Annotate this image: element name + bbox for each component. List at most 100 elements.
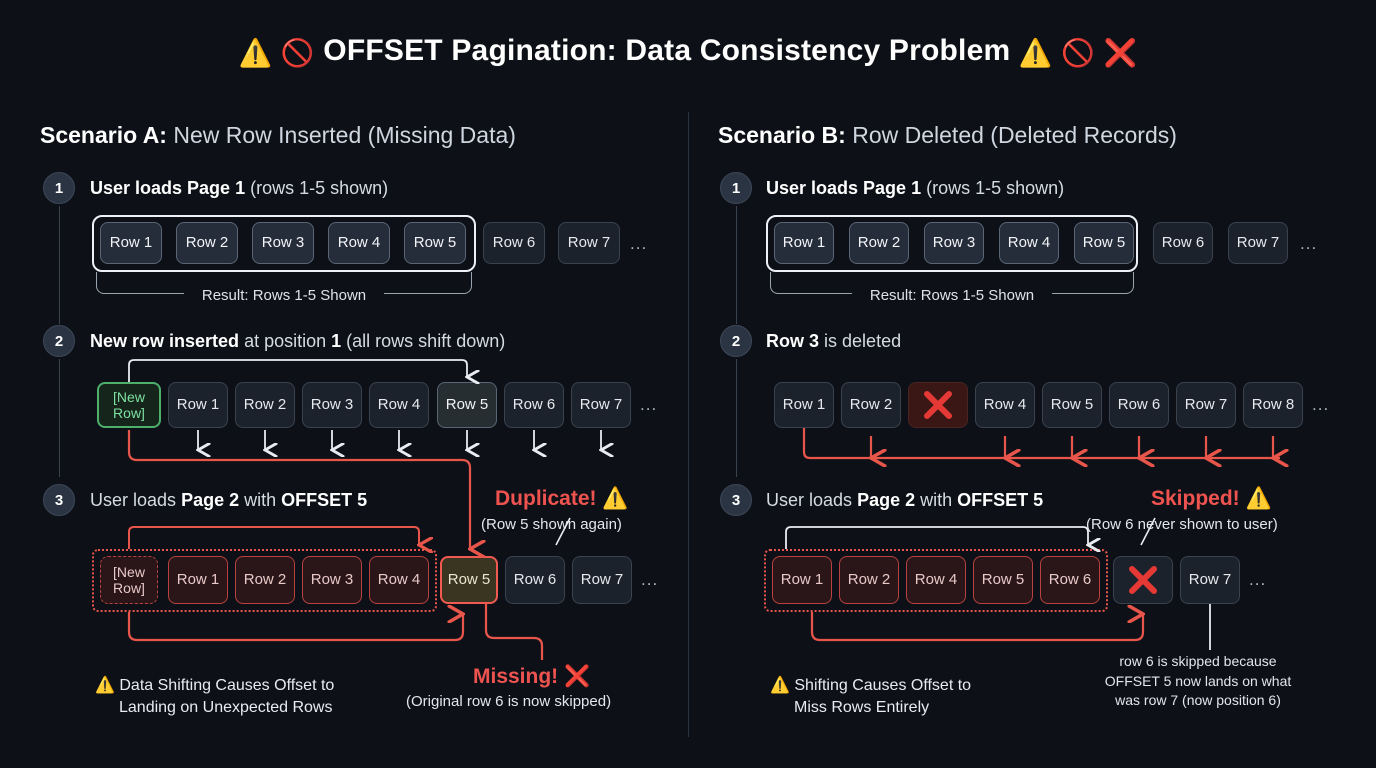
warning-icon: ⚠️ (1245, 487, 1272, 510)
step-label-b3: User loads Page 2 with OFFSET 5 (766, 490, 1043, 511)
page1-selection-frame-a (92, 215, 476, 272)
scenario-a-title: Scenario A: New Row Inserted (Missing Da… (40, 122, 516, 149)
row-box: Row 7 (1176, 382, 1236, 428)
ellipsis: ... (630, 234, 648, 253)
result-bracket-label-b: Result: Rows 1-5 Shown (861, 287, 1043, 304)
explain-note-b-line2: OFFSET 5 now lands on what (1104, 672, 1292, 689)
row-box: Row 4 (975, 382, 1035, 428)
step-label-b2: Row 3 is deleted (766, 331, 901, 352)
row-box: Row 2 (176, 222, 238, 264)
row-box: Row 4 (328, 222, 390, 264)
step-label-b1-bold: User loads Page 1 (766, 178, 922, 198)
row-box: Row 1 (774, 382, 834, 428)
row-box: Row 6 (1153, 222, 1213, 264)
skipped-callout-title: Skipped! ⚠️ (1151, 487, 1272, 510)
step-label-a1-bold: User loads Page 1 (90, 178, 246, 198)
step-label-b1-rest: (rows 1-5 shown) (926, 178, 1065, 198)
prohibited-icon-right: 🚫 (1061, 38, 1096, 68)
missing-callout-sub: (Original row 6 is now skipped) (406, 693, 612, 710)
row-box: Row 2 (235, 556, 295, 604)
footer-note-b-line1: Shifting Causes Offset to (794, 677, 972, 694)
row-box-duplicate: Row 5 (440, 556, 498, 604)
result-bracket-a: Result: Rows 1-5 Shown (96, 272, 472, 304)
step-number-b2: 2 (720, 325, 752, 357)
row-box: Row 4 (999, 222, 1059, 264)
row-box: Row 5 (404, 222, 466, 264)
step-label-b2-rest: is deleted (824, 331, 902, 351)
page-title-text: OFFSET Pagination: Data Consistency Prob… (323, 34, 1011, 67)
explain-note-b-line3: was row 7 (now position 6) (1115, 692, 1281, 709)
footer-note-b-line2: Miss Rows Entirely (794, 698, 930, 716)
row-box: Row 1 (168, 556, 228, 604)
explain-note-b: row 6 is skipped because OFFSET 5 now la… (1058, 652, 1338, 711)
warning-icon: ⚠️ (770, 677, 790, 694)
row-box: Row 1 (168, 382, 228, 428)
step-label-a3-mid: with (244, 490, 277, 510)
step-label-b1: User loads Page 1 (rows 1-5 shown) (766, 178, 1064, 199)
step-label-b3-b2: OFFSET 5 (957, 490, 1044, 510)
step-number-a2: 2 (43, 325, 75, 357)
step-number-a3: 3 (43, 484, 75, 516)
warning-icon-right: ⚠️ (1018, 38, 1053, 68)
step-label-a2-num: 1 (331, 331, 342, 351)
row-box: Row 6 (505, 556, 565, 604)
new-row-box-a: [New Row] (97, 382, 161, 428)
row-box: Row 7 (1228, 222, 1288, 264)
step-label-a1-rest: (rows 1-5 shown) (250, 178, 389, 198)
prohibited-icon: 🚫 (280, 38, 315, 68)
step-label-b3-pre: User loads (766, 490, 853, 510)
step-connector-b1 (736, 206, 737, 324)
row-box: Row 7 (571, 382, 631, 428)
missing-callout-title: Missing! ❌ (473, 665, 591, 688)
cross-mark-icon: ❌ (1103, 38, 1138, 68)
duplicate-callout-title: Duplicate! ⚠️ (495, 487, 629, 510)
skipped-callout-sub: (Row 6 never shown to user) (1086, 516, 1278, 533)
step-label-a2-mid: at position (244, 331, 327, 351)
row-box: Row 6 (504, 382, 564, 428)
step-number-b1: 1 (720, 172, 752, 204)
row-box: Row 2 (841, 382, 901, 428)
row-box: Row 5 (973, 556, 1033, 604)
result-bracket-b: Result: Rows 1-5 Shown (770, 272, 1134, 304)
row-box: Row 7 (572, 556, 632, 604)
cross-mark-icon: ❌ (564, 665, 591, 688)
step-label-b3-mid: with (920, 490, 953, 510)
step-connector-a2 (59, 359, 60, 477)
step-label-a2-rest: (all rows shift down) (346, 331, 506, 351)
row-box: Row 3 (302, 556, 362, 604)
step-number-b3: 3 (720, 484, 752, 516)
ellipsis: ... (640, 395, 658, 414)
page1-selection-frame-b (766, 215, 1138, 272)
step-label-a3: User loads Page 2 with OFFSET 5 (90, 490, 367, 511)
step-label-a3-b2: OFFSET 5 (281, 490, 368, 510)
row-box: Row 2 (235, 382, 295, 428)
step-label-a2-bold: New row inserted (90, 331, 240, 351)
warning-icon: ⚠️ (95, 677, 115, 694)
row-box: Row 1 (100, 222, 162, 264)
row-box: Row 7 (1180, 556, 1240, 604)
step-label-a1: User loads Page 1 (rows 1-5 shown) (90, 178, 388, 199)
step-connector-b2 (736, 359, 737, 477)
footer-note-a-line1: Data Shifting Causes Offset to (119, 677, 335, 694)
scenario-b-panel: Scenario B: Row Deleted (Deleted Records… (688, 0, 1376, 768)
row-box: Row 4 (369, 556, 429, 604)
row-box: Row 6 (1040, 556, 1100, 604)
step-label-a3-pre: User loads (90, 490, 177, 510)
step-label-b2-bold: Row 3 (766, 331, 820, 351)
scenario-a-panel: Scenario A: New Row Inserted (Missing Da… (40, 122, 658, 716)
result-bracket-label-a: Result: Rows 1-5 Shown (193, 287, 375, 304)
row-box: Row 3 (302, 382, 362, 428)
scenario-a-label: Scenario A: (40, 122, 167, 148)
scenario-b-label: Scenario B: (718, 122, 846, 148)
panel-divider (688, 112, 689, 737)
row-box: Row 8 (1243, 382, 1303, 428)
skip-x-icon (1129, 566, 1157, 594)
step-label-a3-b1: Page 2 (181, 490, 240, 510)
row-box: Row 3 (252, 222, 314, 264)
warning-icon: ⚠️ (602, 487, 629, 510)
step-label-b3-b1: Page 2 (857, 490, 916, 510)
footer-note-b: ⚠️ Shifting Causes Offset to Miss Rows E… (770, 675, 971, 718)
scenario-b-title: Scenario B: Row Deleted (Deleted Records… (718, 122, 1177, 149)
row-box: Row 6 (1109, 382, 1169, 428)
